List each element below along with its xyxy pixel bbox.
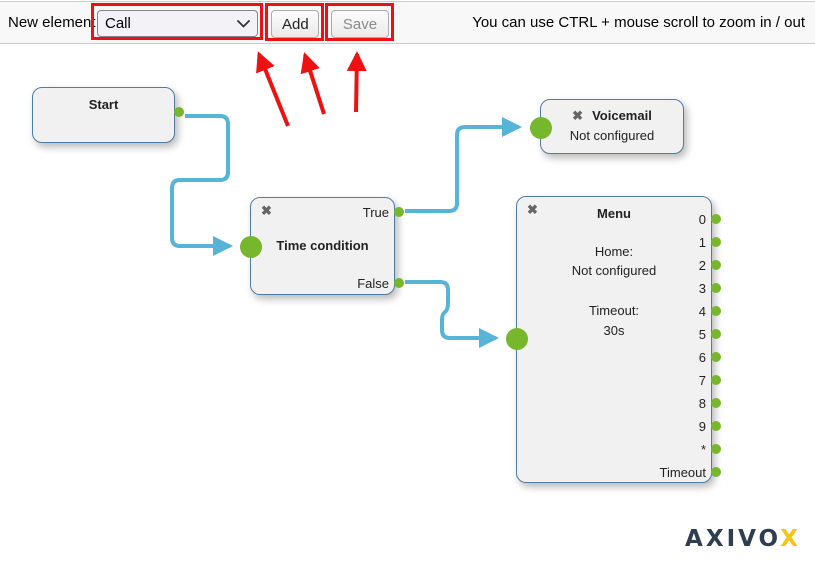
menu-port-8[interactable]: 8 [699, 393, 721, 413]
menu-input-port[interactable] [506, 328, 528, 350]
start-output-port[interactable] [174, 107, 184, 117]
menu-port-timeout[interactable]: Timeout [660, 462, 721, 482]
true-port-label: True [362, 204, 389, 220]
menu-output-port[interactable] [711, 260, 721, 270]
menu-output-port[interactable] [711, 375, 721, 385]
menu-output-port[interactable] [711, 444, 721, 454]
menu-port-label: 8 [698, 395, 706, 411]
time-condition-input-port[interactable] [240, 236, 262, 258]
false-port-label: False [357, 275, 389, 291]
menu-port-star[interactable]: * [701, 439, 721, 459]
menu-timeout-value: 30s [603, 323, 625, 338]
voicemail-input-port[interactable] [530, 117, 552, 139]
menu-output-port[interactable] [711, 237, 721, 247]
menu-port-1[interactable]: 1 [699, 232, 721, 252]
annotation-arrow-select [256, 51, 290, 127]
menu-port-label: Timeout [659, 464, 706, 480]
menu-port-9[interactable]: 9 [699, 416, 721, 436]
menu-output-port[interactable] [711, 352, 721, 362]
start-node-title: Start [88, 97, 119, 112]
menu-home-value: Not configured [571, 263, 657, 278]
menu-port-label: 9 [698, 418, 706, 434]
node-voicemail[interactable]: ✖ Voicemail Not configured [530, 99, 684, 154]
menu-output-port[interactable] [711, 398, 721, 408]
menu-port-label: 4 [698, 303, 706, 319]
menu-port-2[interactable]: 2 [699, 255, 721, 275]
menu-output-port[interactable] [711, 467, 721, 477]
menu-port-label: 5 [698, 326, 706, 342]
axivox-logo: AXIVOX [685, 526, 801, 552]
annotation-arrow-add [300, 52, 326, 115]
menu-port-7[interactable]: 7 [699, 370, 721, 390]
menu-port-label: 6 [698, 349, 706, 365]
node-menu[interactable]: ✖ Menu Home: Not configured Timeout: 30s… [506, 196, 721, 483]
connector-false-to-menu [405, 280, 499, 348]
new-element-label: New element [8, 14, 96, 31]
node-time-condition[interactable]: ✖ Time condition True False [240, 197, 404, 295]
menu-timeout-label: Timeout: [588, 303, 640, 318]
menu-output-port[interactable] [711, 214, 721, 224]
menu-output-port[interactable] [711, 306, 721, 316]
new-element-select[interactable]: Call [97, 10, 258, 37]
time-condition-title: Time condition [276, 238, 369, 253]
menu-port-label: 0 [698, 211, 706, 227]
false-output-port[interactable] [394, 278, 404, 288]
voicemail-node-title: Voicemail [592, 108, 652, 123]
connector-start-to-timecondition [170, 114, 233, 256]
menu-node-title: Menu [597, 206, 631, 221]
menu-port-3[interactable]: 3 [699, 278, 721, 298]
menu-port-6[interactable]: 6 [699, 347, 721, 367]
menu-port-0[interactable]: 0 [699, 209, 721, 229]
annotation-arrow-save [346, 51, 367, 113]
menu-port-label: * [700, 441, 706, 457]
voicemail-status: Not configured [569, 128, 655, 143]
zoom-hint-text: You can use CTRL + mouse scroll to zoom … [472, 14, 805, 31]
add-button[interactable]: Add [271, 10, 319, 38]
save-button[interactable]: Save [331, 10, 389, 38]
menu-port-label: 3 [698, 280, 706, 296]
toolbar: New element Call Add Save You can use CT… [0, 1, 815, 44]
true-output-port-row[interactable]: True [363, 202, 404, 222]
node-start[interactable]: Start [32, 87, 184, 143]
axivox-logo-text: AXIVO [685, 526, 781, 552]
menu-output-port[interactable] [711, 421, 721, 431]
true-output-port[interactable] [394, 207, 404, 217]
menu-output-port[interactable] [711, 283, 721, 293]
menu-port-label: 1 [698, 234, 706, 250]
axivox-logo-accent: X [780, 526, 801, 552]
menu-port-4[interactable]: 4 [699, 301, 721, 321]
menu-port-5[interactable]: 5 [699, 324, 721, 344]
close-icon[interactable]: ✖ [261, 203, 272, 218]
menu-port-label: 2 [698, 257, 706, 273]
close-icon[interactable]: ✖ [527, 202, 538, 217]
close-icon[interactable]: ✖ [572, 108, 584, 123]
connector-true-to-voicemail [405, 117, 522, 213]
menu-port-label: 7 [698, 372, 706, 388]
false-output-port-row[interactable]: False [357, 273, 404, 293]
menu-home-label: Home: [594, 244, 634, 259]
menu-output-port[interactable] [711, 329, 721, 339]
